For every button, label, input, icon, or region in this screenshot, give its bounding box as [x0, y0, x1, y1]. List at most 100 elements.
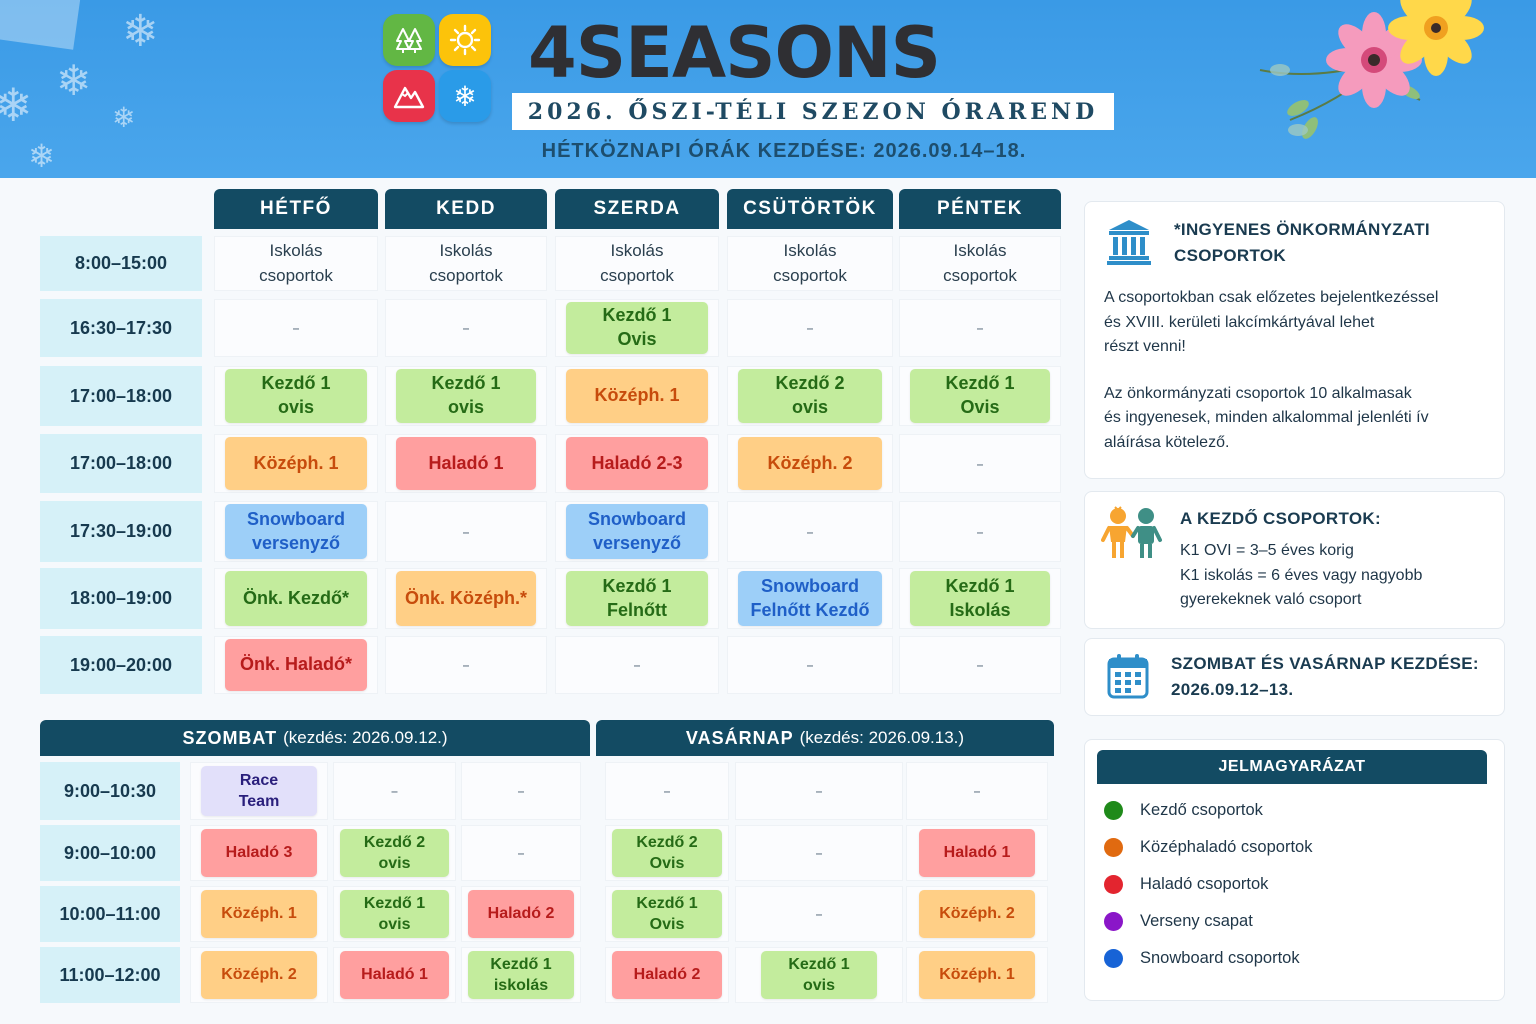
day-header: KEDD [385, 189, 547, 229]
saturday-start-note: (kezdés: 2026.09.12.) [283, 728, 448, 747]
schedule-cell: – [899, 501, 1061, 562]
weekend-cell: Haladó 3 [190, 825, 328, 881]
schedule-cell: Középh. 1 [214, 434, 378, 493]
free-groups-card: *INGYENES ÖNKORMÁNYZATI CSOPORTOK A csop… [1084, 201, 1505, 479]
schedule-cell: – [727, 299, 893, 357]
text-line: és ingyenesek, minden alkalommal jelenlé… [1104, 409, 1429, 426]
mountain-icon [383, 70, 435, 122]
class-haladó-1[interactable]: Haladó 1 [340, 951, 449, 999]
class-kezdő-1-ovis[interactable]: Kezdő 1 ovis [396, 369, 536, 423]
class-középh-1[interactable]: Középh. 1 [201, 890, 317, 938]
class-középh-1[interactable]: Középh. 1 [919, 951, 1035, 999]
tree-icon [383, 14, 435, 66]
snowflake-icon: ❄ [439, 70, 491, 122]
class-középh-1[interactable]: Középh. 1 [566, 369, 708, 423]
saturday-header: SZOMBAT (kezdés: 2026.09.12.) [40, 720, 590, 756]
schedule-cell: Snowboard versenyző [214, 501, 378, 562]
time-slot-label: 17:30–19:00 [40, 501, 202, 562]
class-önk-haladó[interactable]: Önk. Haladó* [225, 639, 367, 691]
schedule-cell: Iskolás csoportok [899, 236, 1061, 291]
class-haladó-3[interactable]: Haladó 3 [201, 829, 317, 877]
sunday-start-note: (kezdés: 2026.09.13.) [799, 728, 965, 747]
class-kezdő-1-ovis[interactable]: Kezdő 1 Ovis [910, 369, 1050, 423]
legend-label: Haladó csoportok [1140, 875, 1269, 893]
free-groups-text: A csoportokban csak előzetes bejelentkez… [1104, 286, 1438, 455]
empty-slot-dash: – [976, 454, 984, 473]
schedule-cell: Iskolás csoportok [214, 236, 378, 291]
snowflake-icon: ❄ [56, 56, 92, 105]
weekend-cell: Kezdő 1 Ovis [605, 886, 729, 942]
weekend-start-title: SZOMBAT ÉS VASÁRNAP KEZDÉSE: 2026.09.12–… [1171, 651, 1479, 703]
weekend-cell: Kezdő 2 Ovis [605, 825, 729, 881]
empty-slot-dash: – [462, 319, 470, 337]
class-snowboard-versenyző[interactable]: Snowboard versenyző [566, 504, 708, 559]
text-line: Az önkormányzati csoportok 10 alkalmasak [1104, 384, 1412, 402]
legend-item: Snowboard csoportok [1104, 940, 1312, 977]
weekend-cell: Haladó 1 [906, 825, 1048, 881]
weekend-cell: – [906, 762, 1048, 820]
class-snowboard-felnőtt-kezdő[interactable]: Snowboard Felnőtt Kezdő [738, 571, 882, 626]
weekend-cell: Középh. 1 [190, 886, 328, 942]
class-haladó-2-3[interactable]: Haladó 2-3 [566, 437, 708, 490]
school-groups-label: Iskolás csoportok [259, 241, 333, 285]
beginners-text: K1 OVI = 3–5 éves korig K1 iskolás = 6 é… [1180, 539, 1422, 613]
schedule-cell: Iskolás csoportok [727, 236, 893, 291]
class-önk-középh[interactable]: Önk. Középh.* [396, 571, 536, 626]
empty-slot-dash: – [517, 844, 525, 862]
class-kezdő-2-ovis[interactable]: Kezdő 2 ovis [340, 829, 449, 877]
class-önk-kezdő[interactable]: Önk. Kezdő* [225, 571, 367, 626]
weekend-cell: Középh. 1 [906, 947, 1048, 1003]
schedule-cell: – [385, 636, 547, 694]
class-középh-2[interactable]: Középh. 2 [738, 437, 882, 490]
class-kezdő-2-ovis[interactable]: Kezdő 2 Ovis [612, 829, 722, 877]
weekend-start-line: 2026.09.12–13. [1171, 680, 1294, 699]
class-kezdő-1-ovis[interactable]: Kezdő 1 ovis [225, 369, 367, 423]
class-kezdő-1-iskolás[interactable]: Kezdő 1 iskolás [468, 951, 574, 999]
sun-icon [439, 14, 491, 66]
weekend-cell: Kezdő 1 ovis [735, 947, 903, 1003]
legend-label: Középhaladó csoportok [1140, 838, 1313, 856]
class-kezdő-1-ovis[interactable]: Kezdő 1 Ovis [612, 890, 722, 938]
class-haladó-2[interactable]: Haladó 2 [468, 890, 574, 938]
class-kezdő-2-ovis[interactable]: Kezdő 2 ovis [738, 369, 882, 423]
day-header: SZERDA [555, 189, 719, 229]
class-középh-1[interactable]: Középh. 1 [225, 437, 367, 490]
class-kezdő-1-ovis[interactable]: Kezdő 1 ovis [340, 890, 449, 938]
class-kezdő-1-felnőtt[interactable]: Kezdő 1 Felnőtt [566, 571, 708, 626]
empty-slot-dash: – [815, 844, 823, 862]
class-kezdő-1-ovis[interactable]: Kezdő 1 Ovis [566, 302, 708, 354]
day-header: CSÜTÖRTÖK [727, 189, 893, 229]
class-középh-2[interactable]: Középh. 2 [919, 890, 1035, 938]
snowflake-icon: ❄ [112, 101, 136, 134]
saturday-label: SZOMBAT [182, 727, 278, 748]
text-line: részt venni! [1104, 338, 1186, 355]
class-race-team[interactable]: Race Team [201, 766, 317, 816]
class-snowboard-versenyző[interactable]: Snowboard versenyző [225, 504, 367, 559]
legend-label: Snowboard csoportok [1140, 949, 1300, 967]
schedule-cell: – [214, 299, 378, 357]
weekend-cell: Haladó 1 [333, 947, 456, 1003]
legend-item: Középhaladó csoportok [1104, 829, 1312, 866]
legend-color-dot [1104, 801, 1123, 820]
class-kezdő-1-iskolás[interactable]: Kezdő 1 Iskolás [910, 571, 1050, 626]
text-line: gyerekeknek való csoport [1180, 591, 1362, 608]
class-középh-2[interactable]: Középh. 2 [201, 951, 317, 999]
schedule-cell: Kezdő 1 ovis [385, 366, 547, 426]
class-kezdő-1-ovis[interactable]: Kezdő 1 ovis [761, 951, 877, 999]
class-haladó-2[interactable]: Haladó 2 [612, 951, 722, 999]
weekend-cell: Középh. 2 [906, 886, 1048, 942]
brand-title: 4SEASONS [528, 12, 941, 94]
time-slot-label: 18:00–19:00 [40, 568, 202, 629]
weekend-time-slot: 9:00–10:30 [40, 762, 180, 820]
class-haladó-1[interactable]: Haladó 1 [396, 437, 536, 490]
school-groups-label: Iskolás csoportok [943, 241, 1017, 285]
class-haladó-1[interactable]: Haladó 1 [919, 829, 1035, 877]
schedule-cell: Haladó 2-3 [555, 434, 719, 493]
weekend-start-card: SZOMBAT ÉS VASÁRNAP KEZDÉSE: 2026.09.12–… [1084, 638, 1505, 716]
snowflake-icon: ❄ [122, 6, 159, 57]
schedule-cell: Középh. 1 [555, 366, 719, 426]
empty-slot-dash: – [815, 905, 823, 923]
schedule-cell: Iskolás csoportok [385, 236, 547, 291]
